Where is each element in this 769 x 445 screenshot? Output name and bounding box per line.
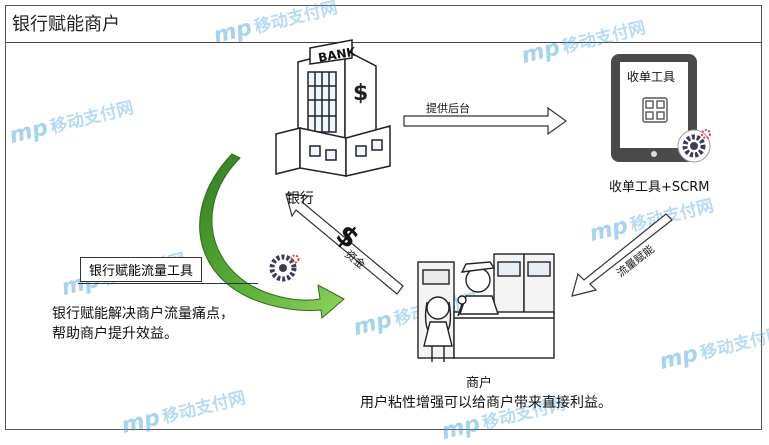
page-title: 银行赋能商户: [12, 14, 120, 35]
title-divider: [6, 42, 761, 43]
desc-line-2: 帮助商户提升效益。: [52, 326, 178, 342]
arrow-funds: $: [285, 193, 404, 295]
qr-code-icon: [642, 97, 668, 123]
pos-terminal-icon: [611, 54, 711, 163]
gear-icon: [269, 254, 300, 282]
merchant-caption: 用户粘性增强可以给商户带来直接利益。: [360, 395, 612, 411]
traffic-tool-label: 银行赋能流量工具: [89, 264, 194, 279]
merchant-label: 商户: [466, 376, 493, 391]
bank-label: 银行: [286, 191, 314, 207]
green-curved-arrow: [199, 153, 345, 319]
traffic-tool-box: 银行赋能流量工具: [80, 257, 203, 282]
bank-sign: BANK: [317, 44, 357, 64]
merchant-shop-icon: [417, 253, 555, 362]
terminal-label: 收单工具+SCRM: [609, 180, 710, 195]
frame-border: [5, 5, 762, 430]
bank-building-icon: BANK $: [275, 39, 391, 177]
arrow-traffic: [571, 213, 673, 297]
svg-text:$: $: [353, 81, 368, 106]
terminal-screen-label: 收单工具: [627, 70, 676, 84]
tool-underline: [78, 283, 258, 284]
arrow-backend: [403, 106, 568, 136]
desc-line-1: 银行赋能解决商户流量痛点，: [52, 306, 234, 322]
gear-icon: [677, 129, 711, 163]
backend-arrow-label: 提供后台: [426, 102, 470, 115]
